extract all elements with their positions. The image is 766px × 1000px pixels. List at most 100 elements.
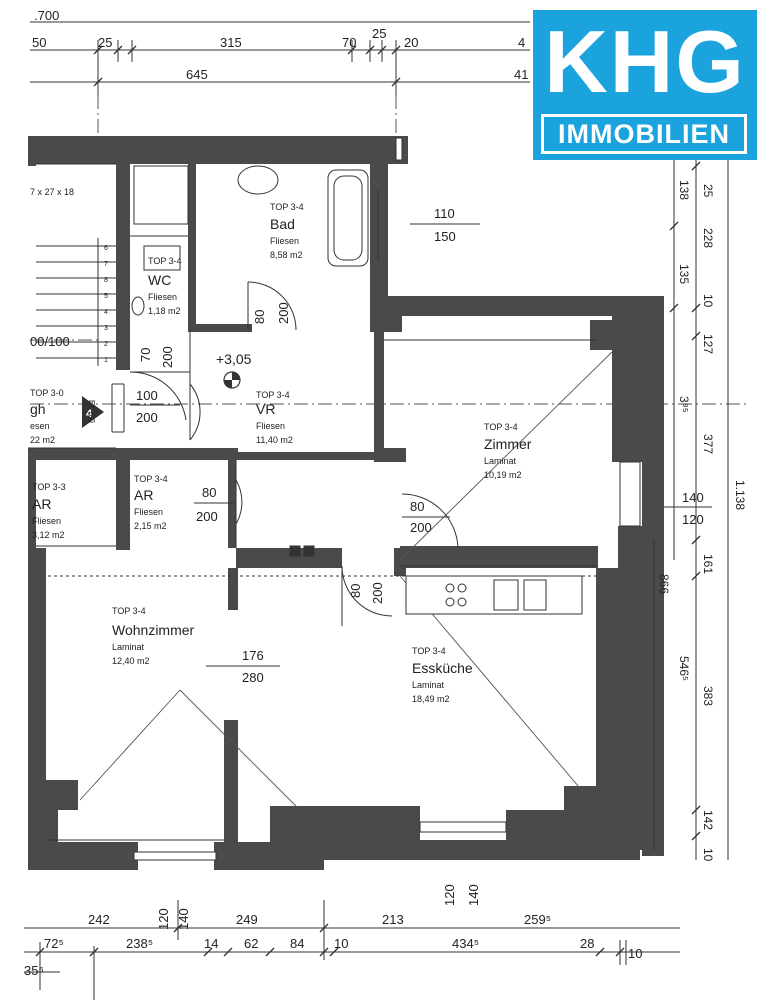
room-esskueche: TOP 3-4 Essküche Laminat 18,49 m2 — [412, 646, 473, 704]
svg-text:esen: esen — [30, 421, 50, 431]
svg-text:120: 120 — [442, 884, 457, 906]
dim-right-2: 228 — [701, 228, 715, 248]
room-wohnzimmer: TOP 3-4 Wohnzimmer Laminat 12,40 m2 — [112, 606, 195, 666]
svg-text:WC: WC — [148, 272, 171, 288]
dim-top-1: 50 — [32, 35, 46, 50]
dim-top-6: 20 — [404, 35, 418, 50]
room-bad: TOP 3-4 Bad Fliesen 8,58 m2 — [270, 202, 304, 260]
dim-bottom-12: 28 — [580, 936, 594, 951]
door-label-bad-window: 110 150 — [410, 206, 480, 244]
logo-main-text: KHG — [544, 12, 746, 111]
svg-text:22 m2: 22 m2 — [30, 435, 55, 445]
dim-right-13: 866 — [657, 574, 671, 594]
dim-bottom-5: 72⁵ — [44, 936, 64, 951]
dim-right-3: 10 — [701, 294, 715, 308]
bottom-dimension-lines — [24, 900, 680, 1000]
svg-text:1,18 m2: 1,18 m2 — [148, 306, 181, 316]
bottom-dimension-ticks — [35, 923, 625, 957]
svg-text:280: 280 — [242, 670, 264, 685]
door-label-wc: 70 200 — [138, 346, 175, 368]
svg-text:200: 200 — [370, 582, 385, 604]
room-wc: TOP 3-4 WC Fliesen 1,18 m2 — [148, 256, 182, 316]
svg-text:200: 200 — [410, 520, 432, 535]
svg-text:VR: VR — [256, 401, 275, 417]
right-dimension-lines — [653, 150, 729, 860]
dim-right-1: 25 — [701, 184, 715, 198]
dim-top-5: 25 — [372, 26, 386, 41]
dim-right-14: 546⁵ — [677, 656, 691, 681]
stair — [36, 238, 125, 433]
svg-text:TOP 3-4: TOP 3-4 — [112, 606, 146, 616]
stair-label: 00/100 — [30, 334, 70, 349]
svg-text:110: 110 — [434, 206, 455, 221]
stair-spec: 7 x 27 x 18 — [30, 187, 74, 197]
svg-text:12,40 m2: 12,40 m2 — [112, 656, 150, 666]
door-label-bad: 80 200 — [252, 302, 291, 324]
svg-text:gh: gh — [30, 401, 46, 417]
elevation-value: +3,05 — [216, 351, 252, 367]
room-ar-top-3-3: TOP 3-3 AR Fliesen 3,12 m2 — [32, 482, 66, 540]
svg-text:TOP 3-4: TOP 3-4 — [270, 202, 304, 212]
svg-text:TOP 3-4: TOP 3-4 — [148, 256, 182, 266]
svg-text:Laminat: Laminat — [412, 680, 445, 690]
svg-text:Wohnzimmer: Wohnzimmer — [112, 622, 195, 638]
svg-text:176: 176 — [242, 648, 264, 663]
door-label-entry: 100 200 — [130, 388, 180, 425]
dim-right-5: 377 — [701, 434, 715, 454]
dim-bottom-14: 35⁵ — [24, 963, 44, 978]
dim-top-total: .700 — [34, 8, 59, 23]
svg-text:80: 80 — [410, 499, 424, 514]
svg-text:80: 80 — [348, 584, 363, 598]
dim-right-6: 161 — [701, 554, 715, 574]
dim-bottom-8: 62 — [244, 936, 258, 951]
stair-step-d: 5 — [104, 293, 108, 300]
window-label-wohnzimmer: 120 140 — [156, 908, 191, 930]
svg-text:TOP 3-4: TOP 3-4 — [256, 390, 290, 400]
shaft-label: EL 3,0 — [87, 400, 96, 423]
stair-step-f: 3 — [104, 325, 108, 332]
svg-text:Zimmer: Zimmer — [484, 436, 532, 452]
dim-bottom-10: 10 — [334, 936, 348, 951]
elevation-marker — [223, 371, 241, 389]
stair-step-c: 8 — [104, 277, 108, 284]
dim-bottom-11: 434⁵ — [452, 936, 479, 951]
svg-text:200: 200 — [136, 410, 158, 425]
svg-text:140: 140 — [682, 490, 704, 505]
svg-text:Bad: Bad — [270, 216, 295, 232]
stair-step-h: 1 — [104, 357, 108, 364]
stair-step-g: 2 — [104, 341, 108, 348]
dim-right-4: 127 — [701, 334, 715, 354]
dim-right-10: 138 — [677, 180, 691, 200]
dim-top-8: 645 — [186, 67, 208, 82]
dim-right-15: 1.138 — [733, 480, 747, 510]
window-label-zimmer: 140 120 — [664, 490, 712, 527]
dim-top-4: 70 — [342, 35, 356, 50]
stair-step-b: 7 — [104, 261, 108, 268]
svg-text:TOP 3-3: TOP 3-3 — [32, 482, 66, 492]
svg-text:70: 70 — [138, 348, 153, 362]
svg-text:150: 150 — [434, 229, 456, 244]
khg-logo: KHG IMMOBILIEN — [533, 10, 757, 160]
stair-marker-number: 4 — [86, 408, 93, 420]
logo-sub-text: IMMOBILIEN — [541, 114, 747, 154]
dim-top-7: 4 — [518, 35, 525, 50]
svg-text:TOP 3-4: TOP 3-4 — [134, 474, 168, 484]
interior-lines — [28, 163, 596, 841]
stair-step-e: 4 — [104, 309, 108, 316]
svg-text:11,40 m2: 11,40 m2 — [256, 435, 293, 445]
svg-text:TOP 3-4: TOP 3-4 — [484, 422, 518, 432]
dim-bottom-6: 238⁵ — [126, 936, 153, 951]
svg-text:AR: AR — [32, 496, 51, 512]
door-label-wohnzimmer-opening: 176 280 — [206, 648, 280, 685]
svg-text:100: 100 — [136, 388, 158, 403]
door-label-ar: 80 200 — [194, 485, 234, 524]
svg-text:Fliesen: Fliesen — [148, 292, 177, 302]
svg-text:2,15 m2: 2,15 m2 — [134, 521, 167, 531]
dim-right-11: 135 — [677, 264, 691, 284]
svg-text:8,58 m2: 8,58 m2 — [270, 250, 303, 260]
dim-top-2: 25 — [98, 35, 112, 50]
svg-text:200: 200 — [196, 509, 218, 524]
svg-text:AR: AR — [134, 487, 153, 503]
dim-bottom-2: 249 — [236, 912, 258, 927]
svg-text:140: 140 — [466, 884, 481, 906]
